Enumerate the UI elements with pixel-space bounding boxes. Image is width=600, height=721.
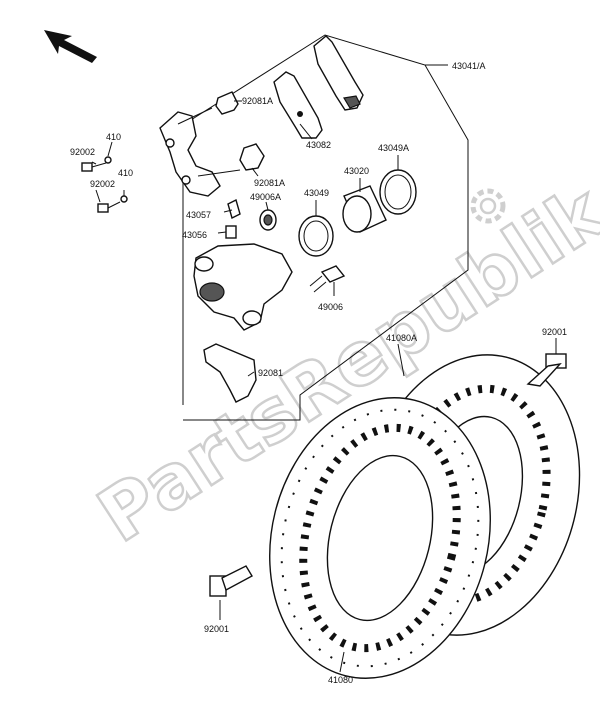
gear-icon <box>470 188 506 224</box>
piston-seal-43049 <box>298 215 334 257</box>
label-43056: 43056 <box>182 230 207 240</box>
label-43049A: 43049A <box>378 143 409 153</box>
label-43049: 43049 <box>304 188 329 198</box>
disc-bolt-left <box>209 565 253 597</box>
bleeder-cap <box>225 225 237 239</box>
disc-bolt-right <box>526 353 567 387</box>
piston-seal-43049A <box>379 169 417 215</box>
label-41080A: 41080A <box>386 333 417 343</box>
brake-pad-front <box>273 71 323 139</box>
anti-rattle-spring <box>203 343 257 403</box>
leader-lines <box>91 64 557 673</box>
bleeder-screw <box>227 198 241 220</box>
label-92001-right: 92001 <box>542 327 567 337</box>
label-92081A-top: 92081A <box>242 96 273 106</box>
label-43020: 43020 <box>344 166 369 176</box>
label-92002-lower: 92002 <box>90 179 115 189</box>
brake-pad-rear <box>313 35 364 111</box>
dust-boot-49006A <box>259 209 277 231</box>
caliper-bracket <box>159 107 241 197</box>
label-92002-upper: 92002 <box>70 147 95 157</box>
brake-disc-41080 <box>269 397 491 679</box>
pin-49006 <box>309 265 346 293</box>
label-410-lower: 410 <box>118 168 133 178</box>
label-92081A-mid: 92081A <box>254 178 285 188</box>
label-41080: 41080 <box>328 675 353 685</box>
label-43082: 43082 <box>306 140 331 150</box>
caliper-body <box>193 243 293 331</box>
label-49006A: 49006A <box>250 192 281 202</box>
label-43041A: 43041/A <box>452 61 486 71</box>
label-43057: 43057 <box>186 210 211 220</box>
label-92001-left: 92001 <box>204 624 229 634</box>
bolt-92002-upper <box>81 156 112 172</box>
pad-clip-mid <box>239 143 265 171</box>
bolt-92002-lower <box>97 195 128 213</box>
label-410-upper: 410 <box>106 132 121 142</box>
label-92081: 92081 <box>258 368 283 378</box>
pad-clip-top <box>215 91 239 115</box>
label-49006: 49006 <box>318 302 343 312</box>
arrow-up-left-icon <box>44 30 97 63</box>
piston <box>342 185 387 233</box>
